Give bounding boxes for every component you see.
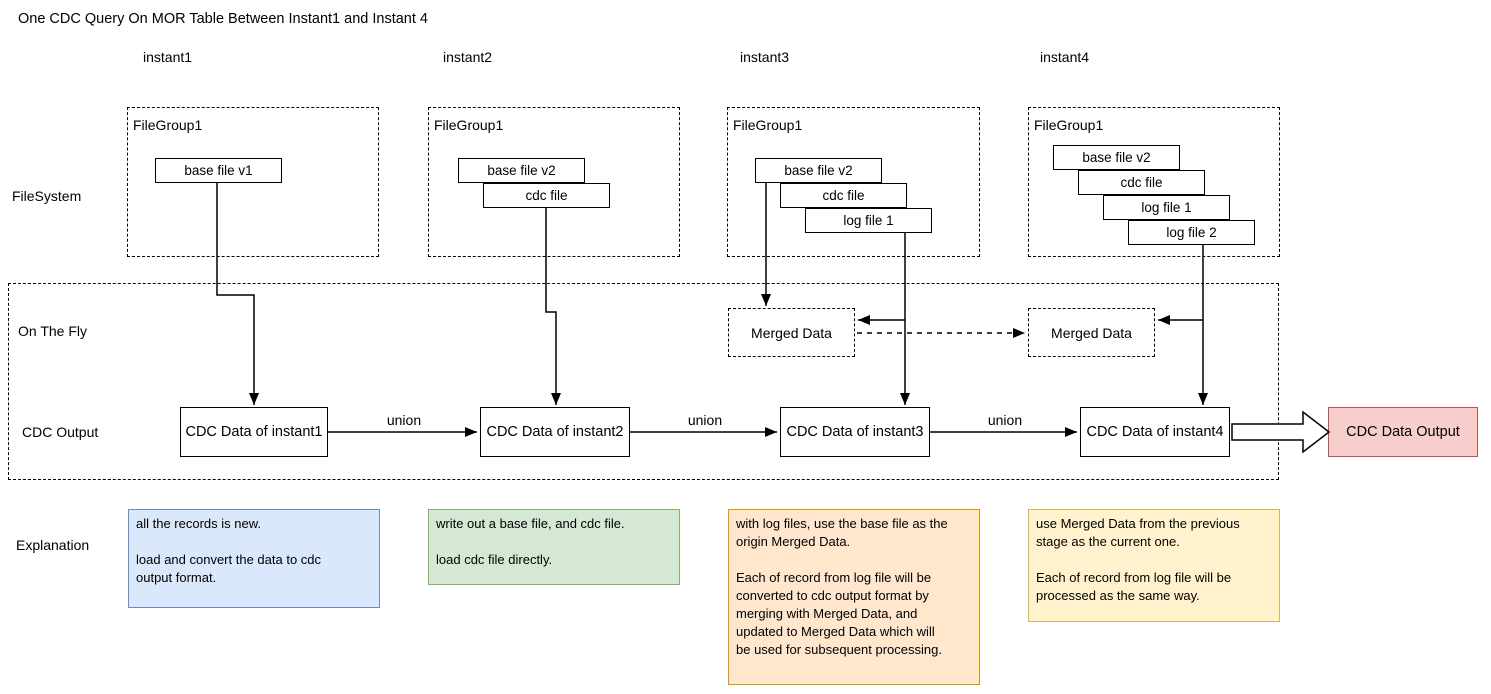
explanation-box-instant3: with log files, use the base file as the…: [728, 509, 980, 685]
file-box-base-file-v1: base file v1: [155, 158, 282, 183]
file-box-cdc-file: cdc file: [483, 183, 610, 208]
merged-data-box-instant4: Merged Data: [1028, 308, 1155, 357]
file-box-log-file-1: log file 1: [805, 208, 932, 233]
explanation-box-instant2: write out a base file, and cdc file. loa…: [428, 509, 680, 585]
union-label-1: union: [386, 412, 422, 428]
row-label-cdc-output: CDC Output: [22, 424, 99, 440]
cdc-data-output-box: CDC Data Output: [1328, 407, 1478, 457]
filegroup-box-instant4: FileGroup1: [1028, 107, 1280, 257]
row-label-filesystem: FileSystem: [12, 188, 82, 204]
row-label-explanation: Explanation: [16, 537, 90, 553]
filegroup-label: FileGroup1: [434, 117, 504, 133]
merged-data-box-instant3: Merged Data: [728, 308, 855, 357]
column-label-instant1: instant1: [143, 49, 193, 65]
union-label-2: union: [687, 412, 723, 428]
file-box-base-file-v2: base file v2: [458, 158, 585, 183]
column-label-instant3: instant3: [740, 49, 790, 65]
cdc-data-box-instant1: CDC Data of instant1: [180, 407, 328, 457]
column-label-instant4: instant4: [1040, 49, 1090, 65]
file-box-base-file-v2: base file v2: [755, 158, 882, 183]
file-box-cdc-file: cdc file: [1078, 170, 1205, 195]
filegroup-box-instant3: FileGroup1: [727, 107, 980, 257]
processing-region-box: [8, 283, 1279, 480]
file-box-cdc-file: cdc file: [780, 183, 907, 208]
cdc-data-box-instant2: CDC Data of instant2: [480, 407, 630, 457]
file-box-log-file-1: log file 1: [1103, 195, 1230, 220]
union-label-3: union: [987, 412, 1023, 428]
explanation-box-instant1: all the records is new. load and convert…: [128, 509, 380, 608]
explanation-box-instant4: use Merged Data from the previous stage …: [1028, 509, 1280, 622]
filegroup-label: FileGroup1: [1034, 117, 1104, 133]
column-label-instant2: instant2: [443, 49, 493, 65]
row-label-on-the-fly: On The Fly: [18, 323, 87, 339]
diagram-title: One CDC Query On MOR Table Between Insta…: [18, 11, 428, 27]
cdc-data-box-instant4: CDC Data of instant4: [1080, 407, 1230, 457]
filegroup-label: FileGroup1: [733, 117, 803, 133]
file-box-log-file-2: log file 2: [1128, 220, 1255, 245]
filegroup-label: FileGroup1: [133, 117, 203, 133]
cdc-data-box-instant3: CDC Data of instant3: [780, 407, 930, 457]
file-box-base-file-v2: base file v2: [1053, 145, 1180, 170]
